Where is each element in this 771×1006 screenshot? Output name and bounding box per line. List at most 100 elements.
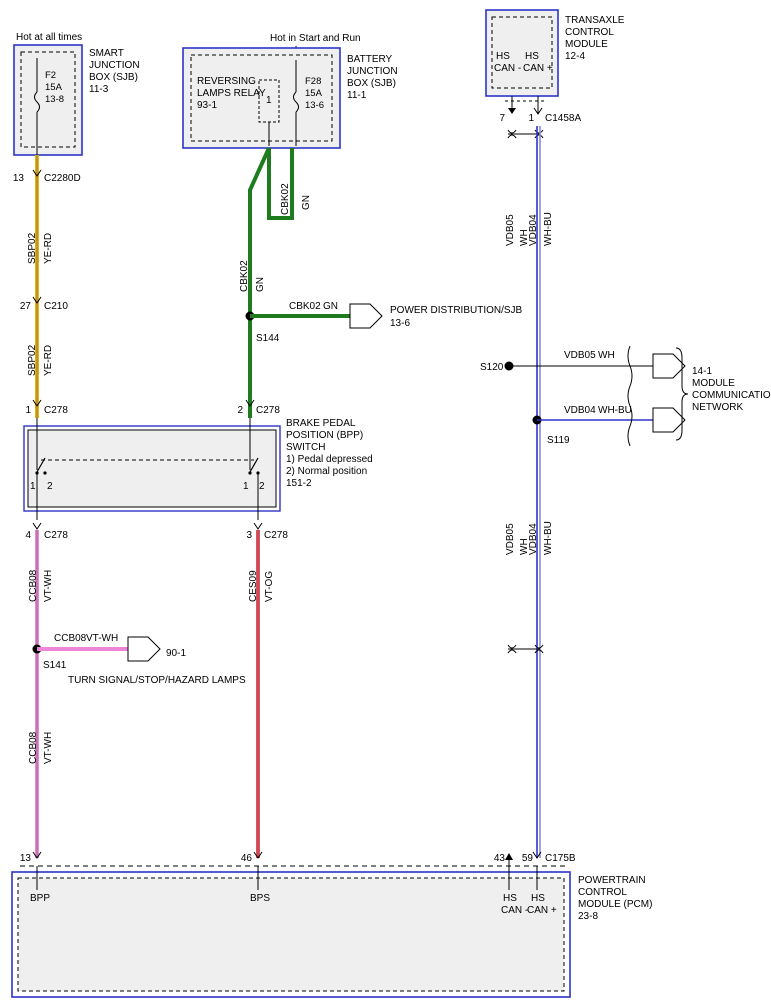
- turn-signal-label: TURN SIGNAL/STOP/HAZARD LAMPS: [68, 675, 246, 686]
- bpp-label-3: SWITCH: [286, 442, 325, 453]
- bjb-label-3: BOX (SJB): [347, 78, 396, 89]
- wire-vdb05-label-1: VDB05: [505, 214, 516, 246]
- pcm-can-plus-2: CAN +: [527, 905, 557, 916]
- wire-wh-bu-label-2: WH-BU: [598, 405, 632, 416]
- wire-ccb08-label-1: CCB08: [28, 569, 39, 602]
- bjb-box: [182, 47, 341, 149]
- tcm-label-1: TRANSAXLE: [565, 15, 625, 26]
- wire-vdb04-label-3: VDB04: [528, 523, 539, 555]
- splice-s119-label: S119: [547, 435, 570, 446]
- c175b-pin-46: 46: [241, 853, 253, 864]
- c175b-label: C175B: [545, 853, 576, 864]
- pcm-pin-bps: BPS: [250, 893, 270, 904]
- wire-cbk02-label-3: CBK02: [289, 301, 321, 312]
- hot-in-start-run-label: Hot in Start and Run: [270, 33, 361, 44]
- power-dist-label: POWER DISTRIBUTION/SJB: [390, 305, 523, 316]
- c175b-pin-43: 43: [494, 853, 506, 864]
- c2280d-pin: 13: [13, 173, 25, 184]
- splice-s120-label: S120: [480, 362, 504, 373]
- c278-pin-1: 1: [25, 405, 31, 416]
- tcm-box: [485, 9, 559, 97]
- wire-ye-rd-label-2: YE-RD: [43, 345, 54, 376]
- twisted-pair-top-icon: [534, 129, 544, 139]
- wire-gn-label-1: GN: [301, 195, 312, 210]
- wire-vdb05-label-3: VDB05: [505, 523, 516, 555]
- module-comm-label-3: COMMUNICATIONS: [692, 390, 771, 401]
- module-comm-label-1: 14-1: [692, 366, 712, 377]
- wire-ccb08-label-2: CCB08: [54, 633, 87, 644]
- turn-signal-ref: 90-1: [166, 648, 186, 659]
- pcm-label-2: CONTROL: [578, 887, 627, 898]
- bpp-contact-4: 2: [259, 481, 265, 492]
- bjb-label-1: BATTERY: [347, 54, 393, 65]
- bpp-contact-3: 1: [243, 481, 249, 492]
- module-comm-label-4: NETWORK: [692, 402, 743, 413]
- wire-gn-label-3: GN: [323, 301, 338, 312]
- wire-vt-og-label: VT-OG: [264, 571, 275, 602]
- bpp-switch-right-icon: [249, 457, 259, 473]
- pcm-label-1: POWERTRAIN: [578, 875, 646, 886]
- sjb-label-1: SMART: [89, 48, 124, 59]
- wire-gn-label-2: GN: [255, 277, 266, 292]
- wire-wh-bu-label-1: WH-BU: [543, 212, 554, 246]
- wire-vdb04-label-2: VDB04: [564, 405, 596, 416]
- bpp-label-2: POSITION (BPP): [286, 430, 363, 441]
- wire-wh-label-2: WH: [598, 350, 615, 361]
- bpp-switch-box: [27, 429, 277, 508]
- sjb-fuse-name: F2: [45, 70, 56, 81]
- pcm-pin-bpp: BPP: [30, 893, 50, 904]
- pcm-inner-box: [17, 877, 565, 992]
- bjb-fuse-name: F28: [305, 76, 321, 87]
- bjb-fuse-rating: 15A: [305, 88, 323, 99]
- c278-pin-2: 2: [237, 405, 243, 416]
- bjb-fuse-ref: 13-6: [305, 100, 324, 111]
- tcm-pin-b-line-2: CAN +: [523, 63, 553, 74]
- pcm-can-minus-2: CAN -: [501, 905, 528, 916]
- bpp-label-6: 151-2: [286, 478, 312, 489]
- wire-vdb04-label-1: VDB04: [528, 214, 539, 246]
- module-comm-label-2: MODULE: [692, 378, 735, 389]
- sjb-fuse-f2-icon: [34, 91, 40, 113]
- power-dist-ref: 13-6: [390, 318, 410, 329]
- twisted-pair-branch-icon: [627, 345, 633, 447]
- hot-at-all-times-label: Hot at all times: [16, 32, 82, 43]
- sjb-label-2: JUNCTION: [89, 60, 140, 71]
- wire-cbk02-loop: [267, 148, 294, 220]
- c1458a-pin-1: 1: [528, 113, 534, 124]
- bpp-label-4: 1) Pedal depressed: [286, 454, 373, 465]
- tcm-label-2: CONTROL: [565, 27, 614, 38]
- wire-wh-bu-label-3: WH-BU: [543, 521, 554, 555]
- splice-s141-label: S141: [43, 660, 67, 671]
- bpp-contact-1: 1: [30, 481, 36, 492]
- c210-label: C210: [44, 301, 68, 312]
- pcm-can-minus-1: HS: [503, 893, 517, 904]
- tcm-inner-box: [491, 16, 553, 89]
- tcm-label-4: 12-4: [565, 51, 585, 62]
- c1458a-label: C1458A: [545, 113, 581, 124]
- relay-label-1: REVERSING: [197, 76, 256, 87]
- bpp-switch-box-outer: [23, 425, 281, 512]
- c278-pin-3: 3: [246, 530, 252, 541]
- relay-label-3: 93-1: [197, 100, 217, 111]
- wire-cbk02-label-1: CBK02: [280, 183, 291, 215]
- sjb-fuse-ref: 13-8: [45, 94, 64, 105]
- tcm-pin-a-line-1: HS: [496, 51, 510, 62]
- twisted-pair-bottom-icon: [534, 644, 544, 654]
- c1458a-pin-7: 7: [499, 113, 505, 124]
- tcm-label-3: MODULE: [565, 39, 608, 50]
- wire-ces09-label: CES09: [248, 570, 259, 602]
- sjb-label-4: 11-3: [89, 84, 109, 95]
- sjb-label-3: BOX (SJB): [89, 72, 138, 83]
- power-dist-connector-icon: [349, 303, 383, 329]
- pcm-label-3: MODULE (PCM): [578, 899, 652, 910]
- wire-vt-wh-label-1: VT-WH: [43, 570, 54, 602]
- wire-wh-label-1: WH: [519, 229, 530, 246]
- tcm-pin-a-line-2: CAN -: [494, 63, 521, 74]
- pcm-box: [11, 871, 571, 998]
- wire-cbk02-label-2: CBK02: [239, 260, 250, 292]
- bpp-contact-2: 2: [47, 481, 53, 492]
- tcm-pin-b-line-1: HS: [525, 51, 539, 62]
- turn-signal-connector-icon: [127, 636, 161, 662]
- module-comm-bracket: [675, 347, 689, 441]
- module-comm-connector-b-icon: [652, 407, 686, 433]
